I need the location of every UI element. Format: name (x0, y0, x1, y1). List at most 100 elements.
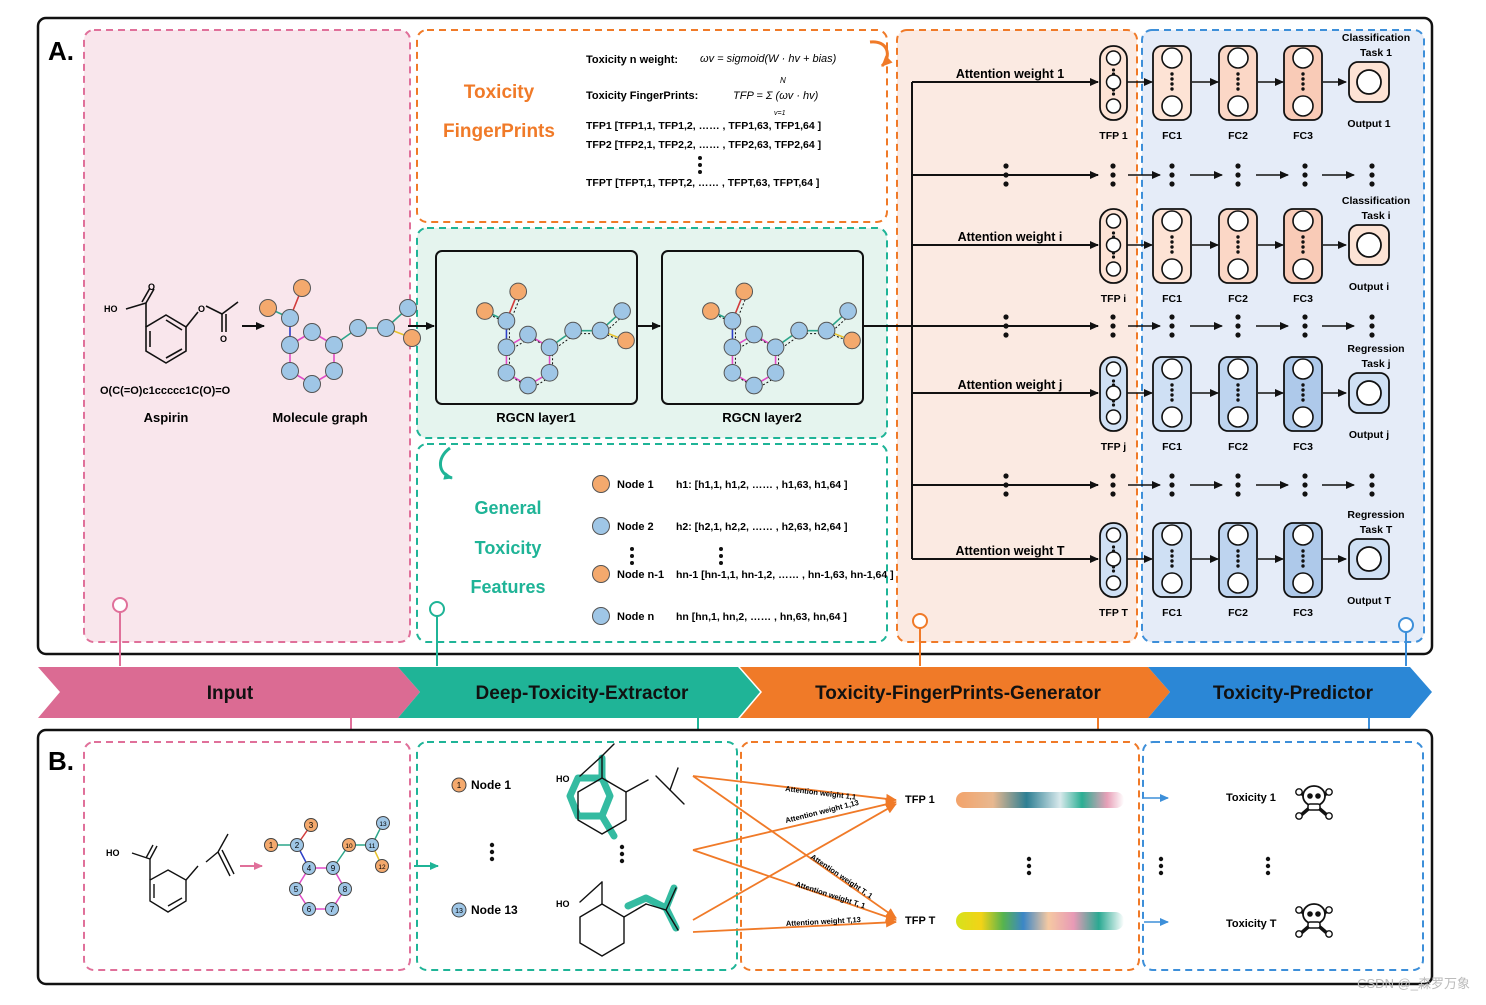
ellipsis-dot (719, 561, 723, 565)
fc-unit (1161, 47, 1183, 69)
fc-unit (1292, 406, 1314, 428)
carbonyl-o-label: O (148, 282, 155, 292)
fc-unit-dot (1236, 398, 1240, 402)
tfp-unit (1105, 409, 1122, 425)
atom-node (403, 329, 421, 347)
atom-number: 9 (331, 864, 336, 873)
atom-node (325, 902, 339, 916)
atom-number: 6 (307, 905, 312, 914)
fc-unit (1292, 258, 1314, 280)
fc-unit-dot (1301, 559, 1305, 563)
fc-unit (1161, 572, 1183, 594)
b-tfp1-bar (956, 792, 1124, 808)
ellipsis-dot (1235, 332, 1241, 338)
tfp-label: TFP j (1101, 441, 1127, 453)
node-label: Node 1 (617, 479, 654, 491)
atom-node (349, 319, 367, 337)
b-node13-number: 13 (455, 908, 463, 915)
atom-node (377, 319, 395, 337)
ester-o-label: O (198, 304, 205, 314)
fc-unit-dot (1170, 245, 1174, 249)
weight-formula: ωv = sigmoid(W · hv + bias) (700, 53, 837, 65)
ellipsis-dot (1110, 323, 1116, 329)
node-label: Node n-1 (617, 569, 664, 581)
atom-node (302, 861, 316, 875)
fc-label: FC1 (1162, 130, 1182, 142)
b-node1-label: Node 1 (471, 778, 511, 792)
b-node1-marker (451, 777, 467, 793)
b-attention-lines (692, 775, 897, 933)
atom-node (289, 882, 303, 896)
atom-node (540, 338, 559, 357)
atom-node (497, 338, 516, 357)
atom-number: 10 (345, 843, 353, 850)
fc-unit-dot (1236, 72, 1240, 76)
fc-unit-dot (1236, 383, 1240, 387)
atom-node (564, 321, 582, 340)
skull-head (1302, 903, 1326, 925)
fc-unit (1161, 210, 1183, 232)
tfp-unit (1105, 385, 1122, 401)
fc-unit (1227, 406, 1249, 428)
fc-unit-dot (1301, 240, 1305, 244)
tfp-row-1: TFP1 [TFP1,1, TFP1,2, …… , TFP1,63, TFP1… (586, 120, 821, 132)
rgcn-layer2-box (661, 250, 864, 405)
attention-weight-label: Attention weight j (958, 378, 1063, 392)
fc-label: FC2 (1228, 293, 1248, 305)
general-features-box (416, 443, 888, 643)
fc-unit (1292, 358, 1314, 380)
task-name-label: Task T (1360, 524, 1393, 536)
fc-unit (1227, 258, 1249, 280)
atom-node (735, 282, 754, 301)
b-highlight-mol2 (579, 881, 680, 957)
ellipsis-dot (1003, 473, 1009, 479)
b-node-ellipsis (489, 842, 495, 862)
ellipsis-dot (1369, 332, 1375, 338)
tfp-unit (1105, 261, 1122, 277)
node-marker (592, 565, 610, 583)
atom-node (264, 838, 278, 852)
b-tfp1-label: TFP 1 (905, 794, 935, 806)
tfp-label: TFP 1 (1099, 130, 1128, 142)
atom-node (325, 336, 343, 354)
aspirin-structure (125, 287, 239, 364)
atom-node (376, 816, 390, 830)
pipeline-stage-0 (38, 667, 420, 718)
fc-unit (1292, 210, 1314, 232)
task-name-label: Task 1 (1360, 47, 1392, 59)
atom-node (326, 861, 340, 875)
tfp-unit-dot (1111, 92, 1116, 96)
task-kind-label: Classification (1342, 32, 1410, 44)
node-vector: hn [hn,1, hn,2, …… , hn,63, hn,64 ] (676, 611, 847, 623)
bone-end (1295, 812, 1303, 820)
b-node13-label: Node 13 (471, 903, 518, 917)
fc-unit-dot (1301, 554, 1305, 558)
fc-label: FC1 (1162, 293, 1182, 305)
bone-end (1325, 930, 1333, 938)
skull-icon (1295, 785, 1333, 820)
b-node1-number: 1 (457, 781, 462, 790)
ellipsis-dot (719, 554, 723, 558)
b-mol1-oh: HO (556, 774, 570, 784)
output-unit (1356, 232, 1382, 258)
fc-unit-dot (1170, 559, 1174, 563)
ellipsis-dot (1235, 314, 1241, 320)
rgcn-layer1-box (435, 250, 638, 405)
ellipsis-dot (1302, 181, 1308, 187)
pipeline-stage-2 (740, 667, 1170, 718)
fc-unit-dot (1170, 393, 1174, 397)
fc-unit-dot (1236, 245, 1240, 249)
ellipsis-dot (630, 561, 634, 565)
fc-unit-dot (1170, 554, 1174, 558)
node-marker (592, 607, 610, 625)
ellipsis-dot (1110, 473, 1116, 479)
tfp-unit-dot (1111, 231, 1116, 235)
sum-upper-limit: N (780, 76, 786, 85)
atom-node (745, 325, 763, 344)
tfp-unit-dot (1111, 565, 1116, 569)
fc-unit-dot (1236, 549, 1240, 553)
ellipsis-dot (1003, 323, 1009, 329)
fc-unit-dot (1236, 240, 1240, 244)
